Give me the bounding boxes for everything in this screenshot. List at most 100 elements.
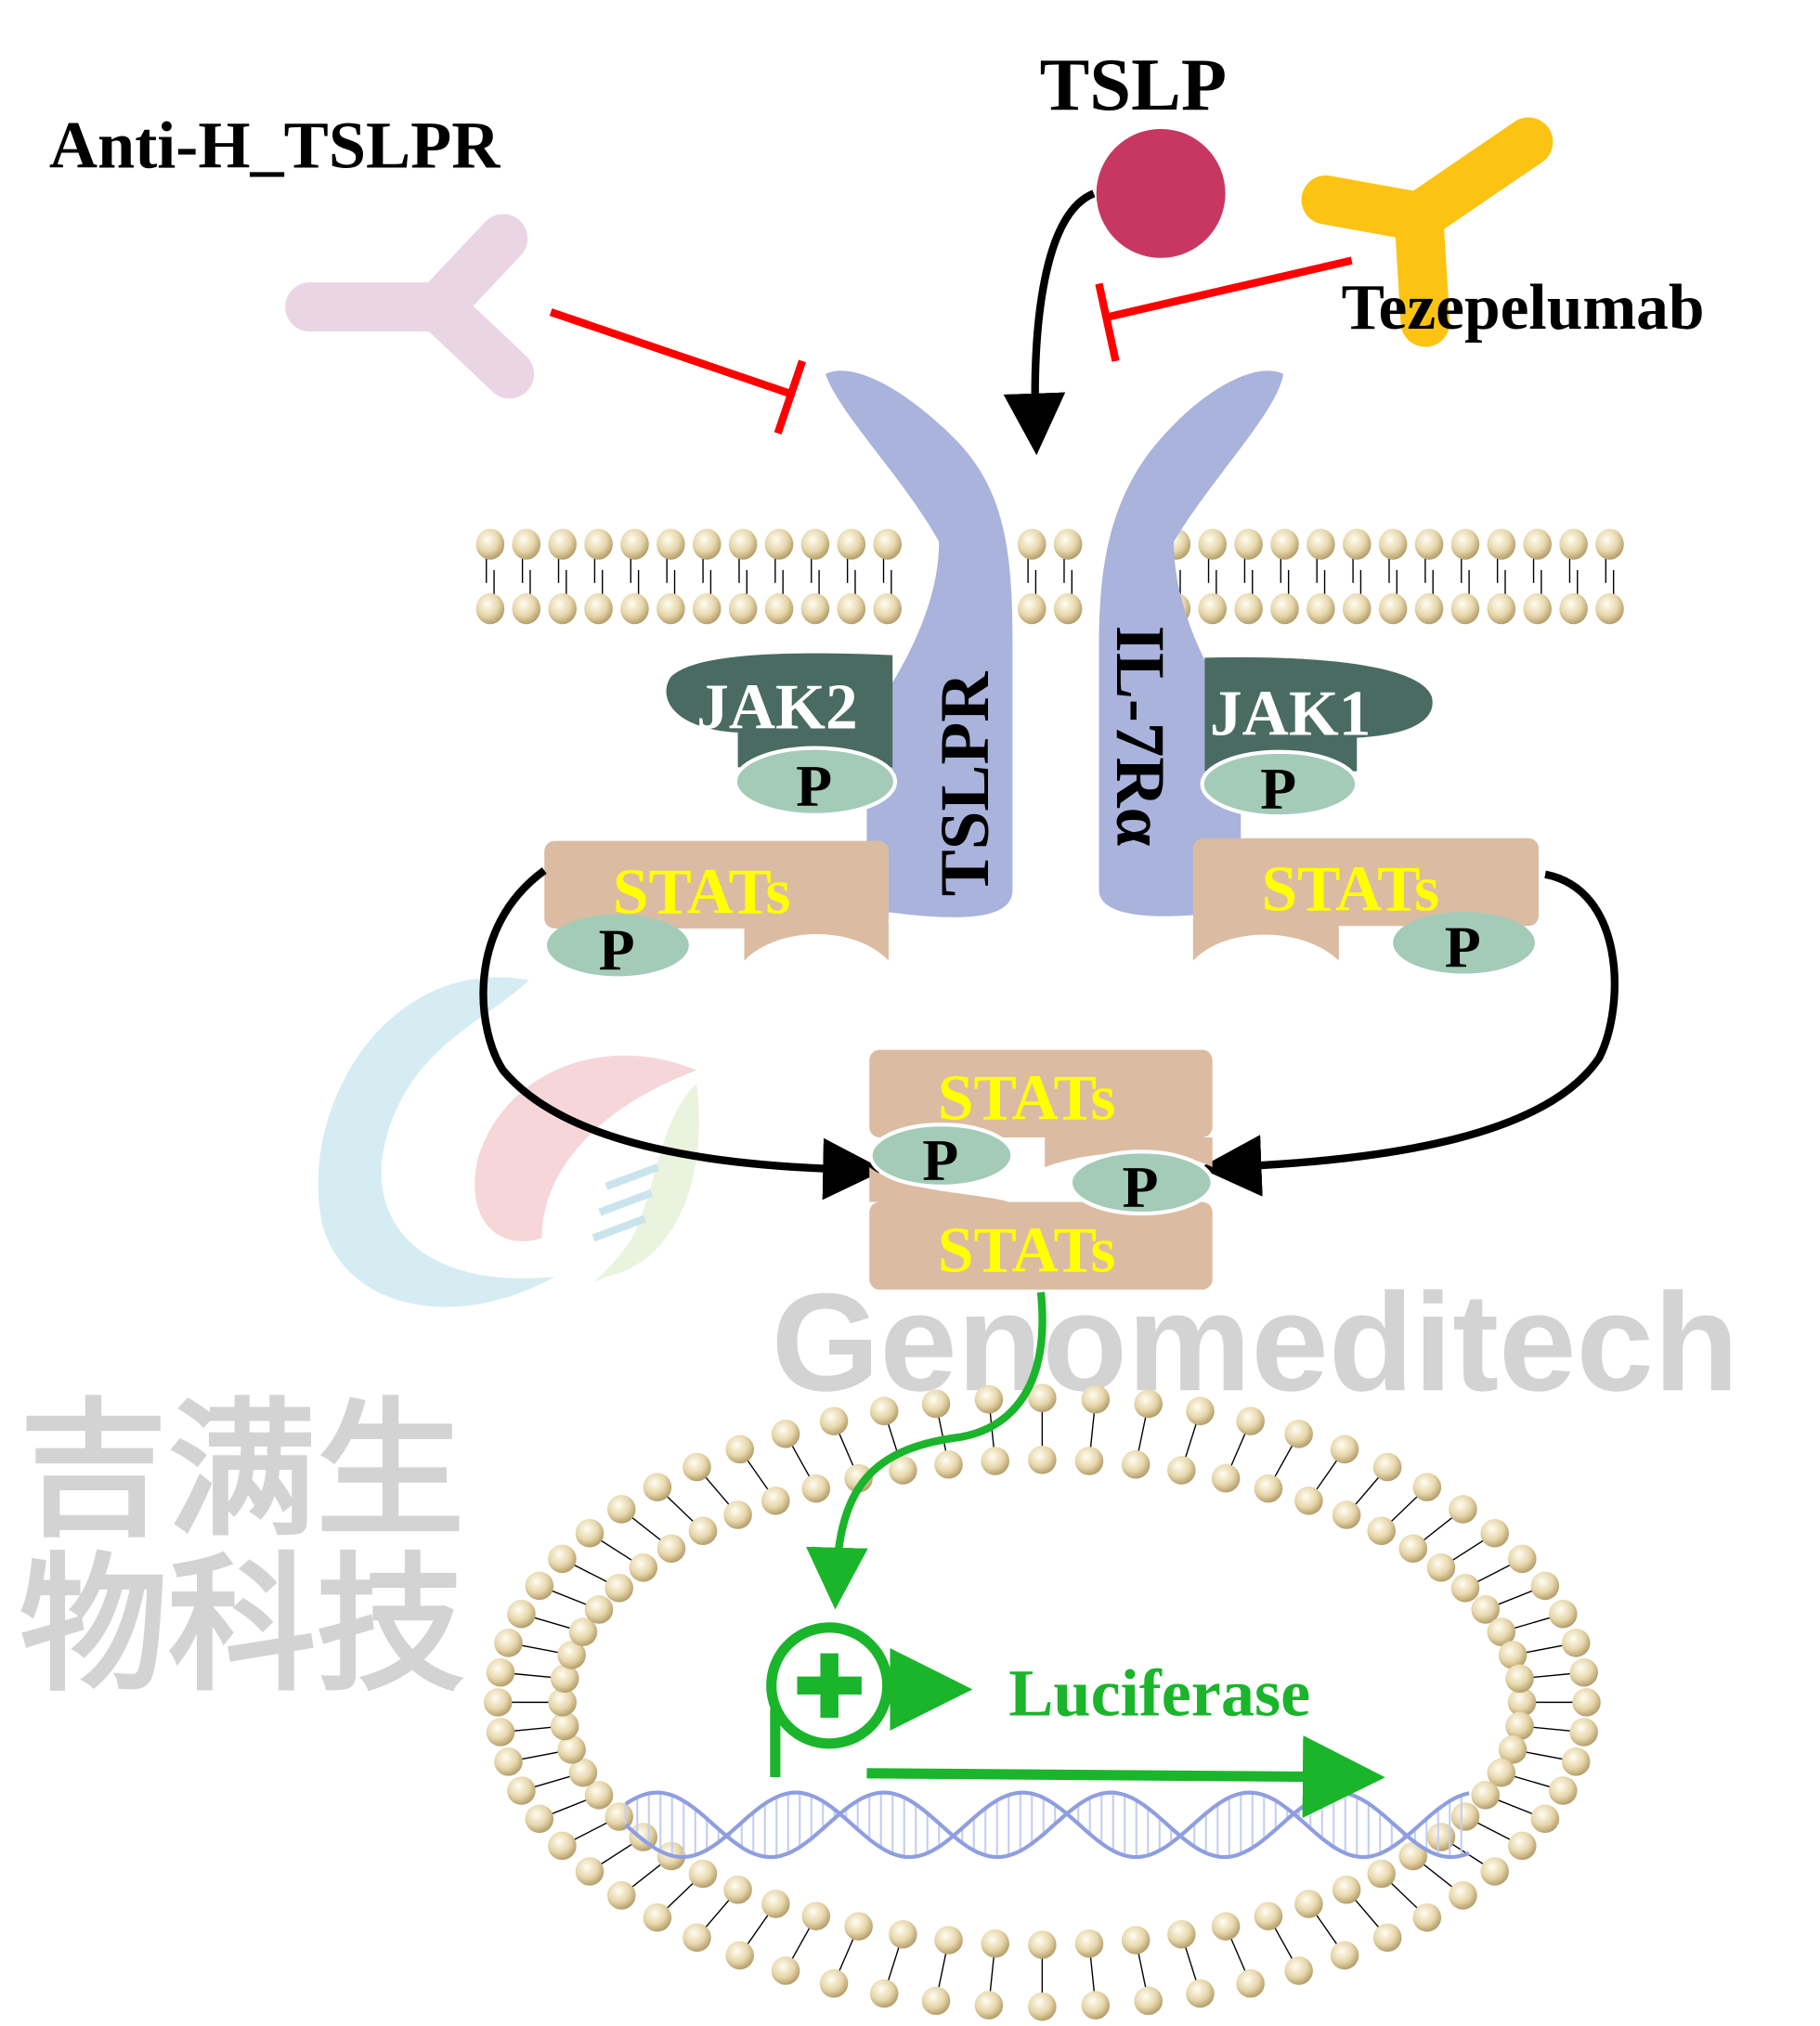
lipid-head: [1121, 1926, 1150, 1955]
stats-left-phospho-label: P: [599, 916, 635, 982]
lipid-head: [1121, 1450, 1150, 1479]
lipid-head: [575, 1857, 604, 1886]
lipid-head: [1167, 1919, 1196, 1949]
lipid-head: [1480, 1518, 1509, 1548]
lipid-head: [873, 528, 902, 560]
lipid-head: [584, 592, 613, 625]
lipid-head: [584, 1595, 614, 1624]
lipid-head: [607, 1881, 636, 1910]
lipid-head: [512, 528, 541, 560]
lipid-head: [1480, 1857, 1509, 1886]
lipid-head: [584, 528, 613, 560]
lipid-head: [723, 1875, 752, 1904]
lipid-head: [682, 1923, 711, 1953]
lipid-head: [1487, 592, 1516, 625]
lipid-head: [1505, 1664, 1534, 1694]
lipid-head: [629, 1553, 658, 1582]
lipid-head: [1508, 1544, 1537, 1574]
lipid-head: [1561, 1629, 1591, 1657]
lipid-head: [1414, 592, 1444, 625]
luciferase-label: Luciferase: [1008, 1656, 1310, 1730]
lipid-head: [800, 528, 830, 560]
lipid-head: [1508, 1831, 1537, 1861]
lipid-head: [869, 1979, 899, 2008]
lipid-head: [575, 1518, 604, 1548]
lipid-head: [844, 1912, 873, 1941]
lipid-head: [688, 1859, 718, 1889]
lipid-head: [764, 528, 794, 560]
watermark-chinese: 吉满生物科技: [20, 1387, 464, 1708]
jak1-label: JAK1: [1210, 679, 1372, 750]
lipid-head: [1548, 1599, 1578, 1629]
lipid-head: [1134, 1389, 1163, 1419]
lipid-head: [494, 1747, 523, 1776]
jak2-label: JAK2: [696, 672, 858, 744]
lipid-head: [1378, 528, 1408, 560]
lipid-head: [837, 528, 866, 560]
watermark-chinese-line: 吉满生: [20, 1387, 464, 1553]
lipid-head: [771, 1956, 800, 1985]
tezepelumab-antibody-icon: [1301, 117, 1554, 347]
dna-helix-icon: [624, 1790, 1470, 1860]
lipid-head: [483, 1688, 513, 1717]
lipid-head: [1449, 1495, 1477, 1524]
stats-dimer-bottom-label: STATs: [938, 1214, 1116, 1286]
lipid-head: [620, 528, 649, 560]
lipid-head: [1471, 1595, 1500, 1624]
lipid-head: [889, 1919, 917, 1949]
lipid-head: [1332, 1500, 1361, 1529]
dna-strand: [624, 1790, 1470, 1860]
lipid-head: [1028, 1383, 1057, 1412]
lipid-head: [1569, 1718, 1598, 1747]
lipid-head: [723, 1500, 752, 1529]
lipid-head: [725, 1435, 755, 1464]
lipid-head: [475, 528, 505, 560]
anti-tslpr-antibody-icon: [285, 214, 535, 399]
lipid-head: [494, 1629, 523, 1657]
tslp-label: TSLP: [1040, 44, 1227, 126]
lipid-head: [1330, 1435, 1359, 1464]
lipid-head: [1234, 528, 1263, 560]
lipid-head: [584, 1781, 614, 1810]
lipid-head: [1449, 1881, 1477, 1910]
lipid-head: [688, 1516, 718, 1546]
lipid-head: [1211, 1463, 1241, 1493]
nuclear-translocation-arrow: [806, 1292, 1046, 1610]
lipid-head: [1028, 1930, 1057, 1959]
lipid-head: [1342, 528, 1372, 560]
stats-left-label: STATs: [613, 856, 791, 928]
lipid-head: [1167, 1456, 1196, 1485]
jak2-phospho-label: P: [796, 753, 832, 819]
lipid-head: [837, 592, 866, 625]
lipid-head: [1053, 528, 1083, 560]
dna-strand: [624, 1790, 1470, 1860]
lipid-head: [934, 1926, 963, 1955]
tslp-binding-arrow: [1003, 189, 1096, 456]
lipid-head: [981, 1929, 1009, 1958]
tslpr-label: TSLPR: [927, 671, 1004, 897]
lipid-head: [761, 1486, 790, 1515]
lipid-head: [568, 1617, 598, 1646]
lipid-head: [557, 1735, 586, 1764]
lipid-head: [486, 1718, 515, 1747]
lipid-head: [525, 1571, 554, 1601]
lipid-head: [1198, 528, 1227, 560]
lipid-head: [1372, 1452, 1402, 1482]
lipid-head: [550, 1711, 579, 1741]
lipid-head: [1569, 1657, 1598, 1687]
lipid-head: [604, 1574, 633, 1603]
lipid-head: [1572, 1688, 1601, 1717]
lipid-head: [1081, 1991, 1111, 2020]
lipid-head: [1523, 592, 1552, 625]
lipid-head: [1595, 592, 1624, 625]
lipid-head: [1487, 1617, 1516, 1646]
lipid-head: [548, 1688, 577, 1717]
lipid-head: [1134, 1986, 1163, 2016]
lipid-head: [974, 1384, 1004, 1414]
lipid-head: [1487, 528, 1516, 560]
lipid-head: [1306, 528, 1335, 560]
jak1-phospho-label: P: [1260, 756, 1296, 822]
lipid-head: [1332, 1875, 1361, 1904]
lipid-head: [1450, 528, 1480, 560]
lipid-head: [728, 528, 758, 560]
